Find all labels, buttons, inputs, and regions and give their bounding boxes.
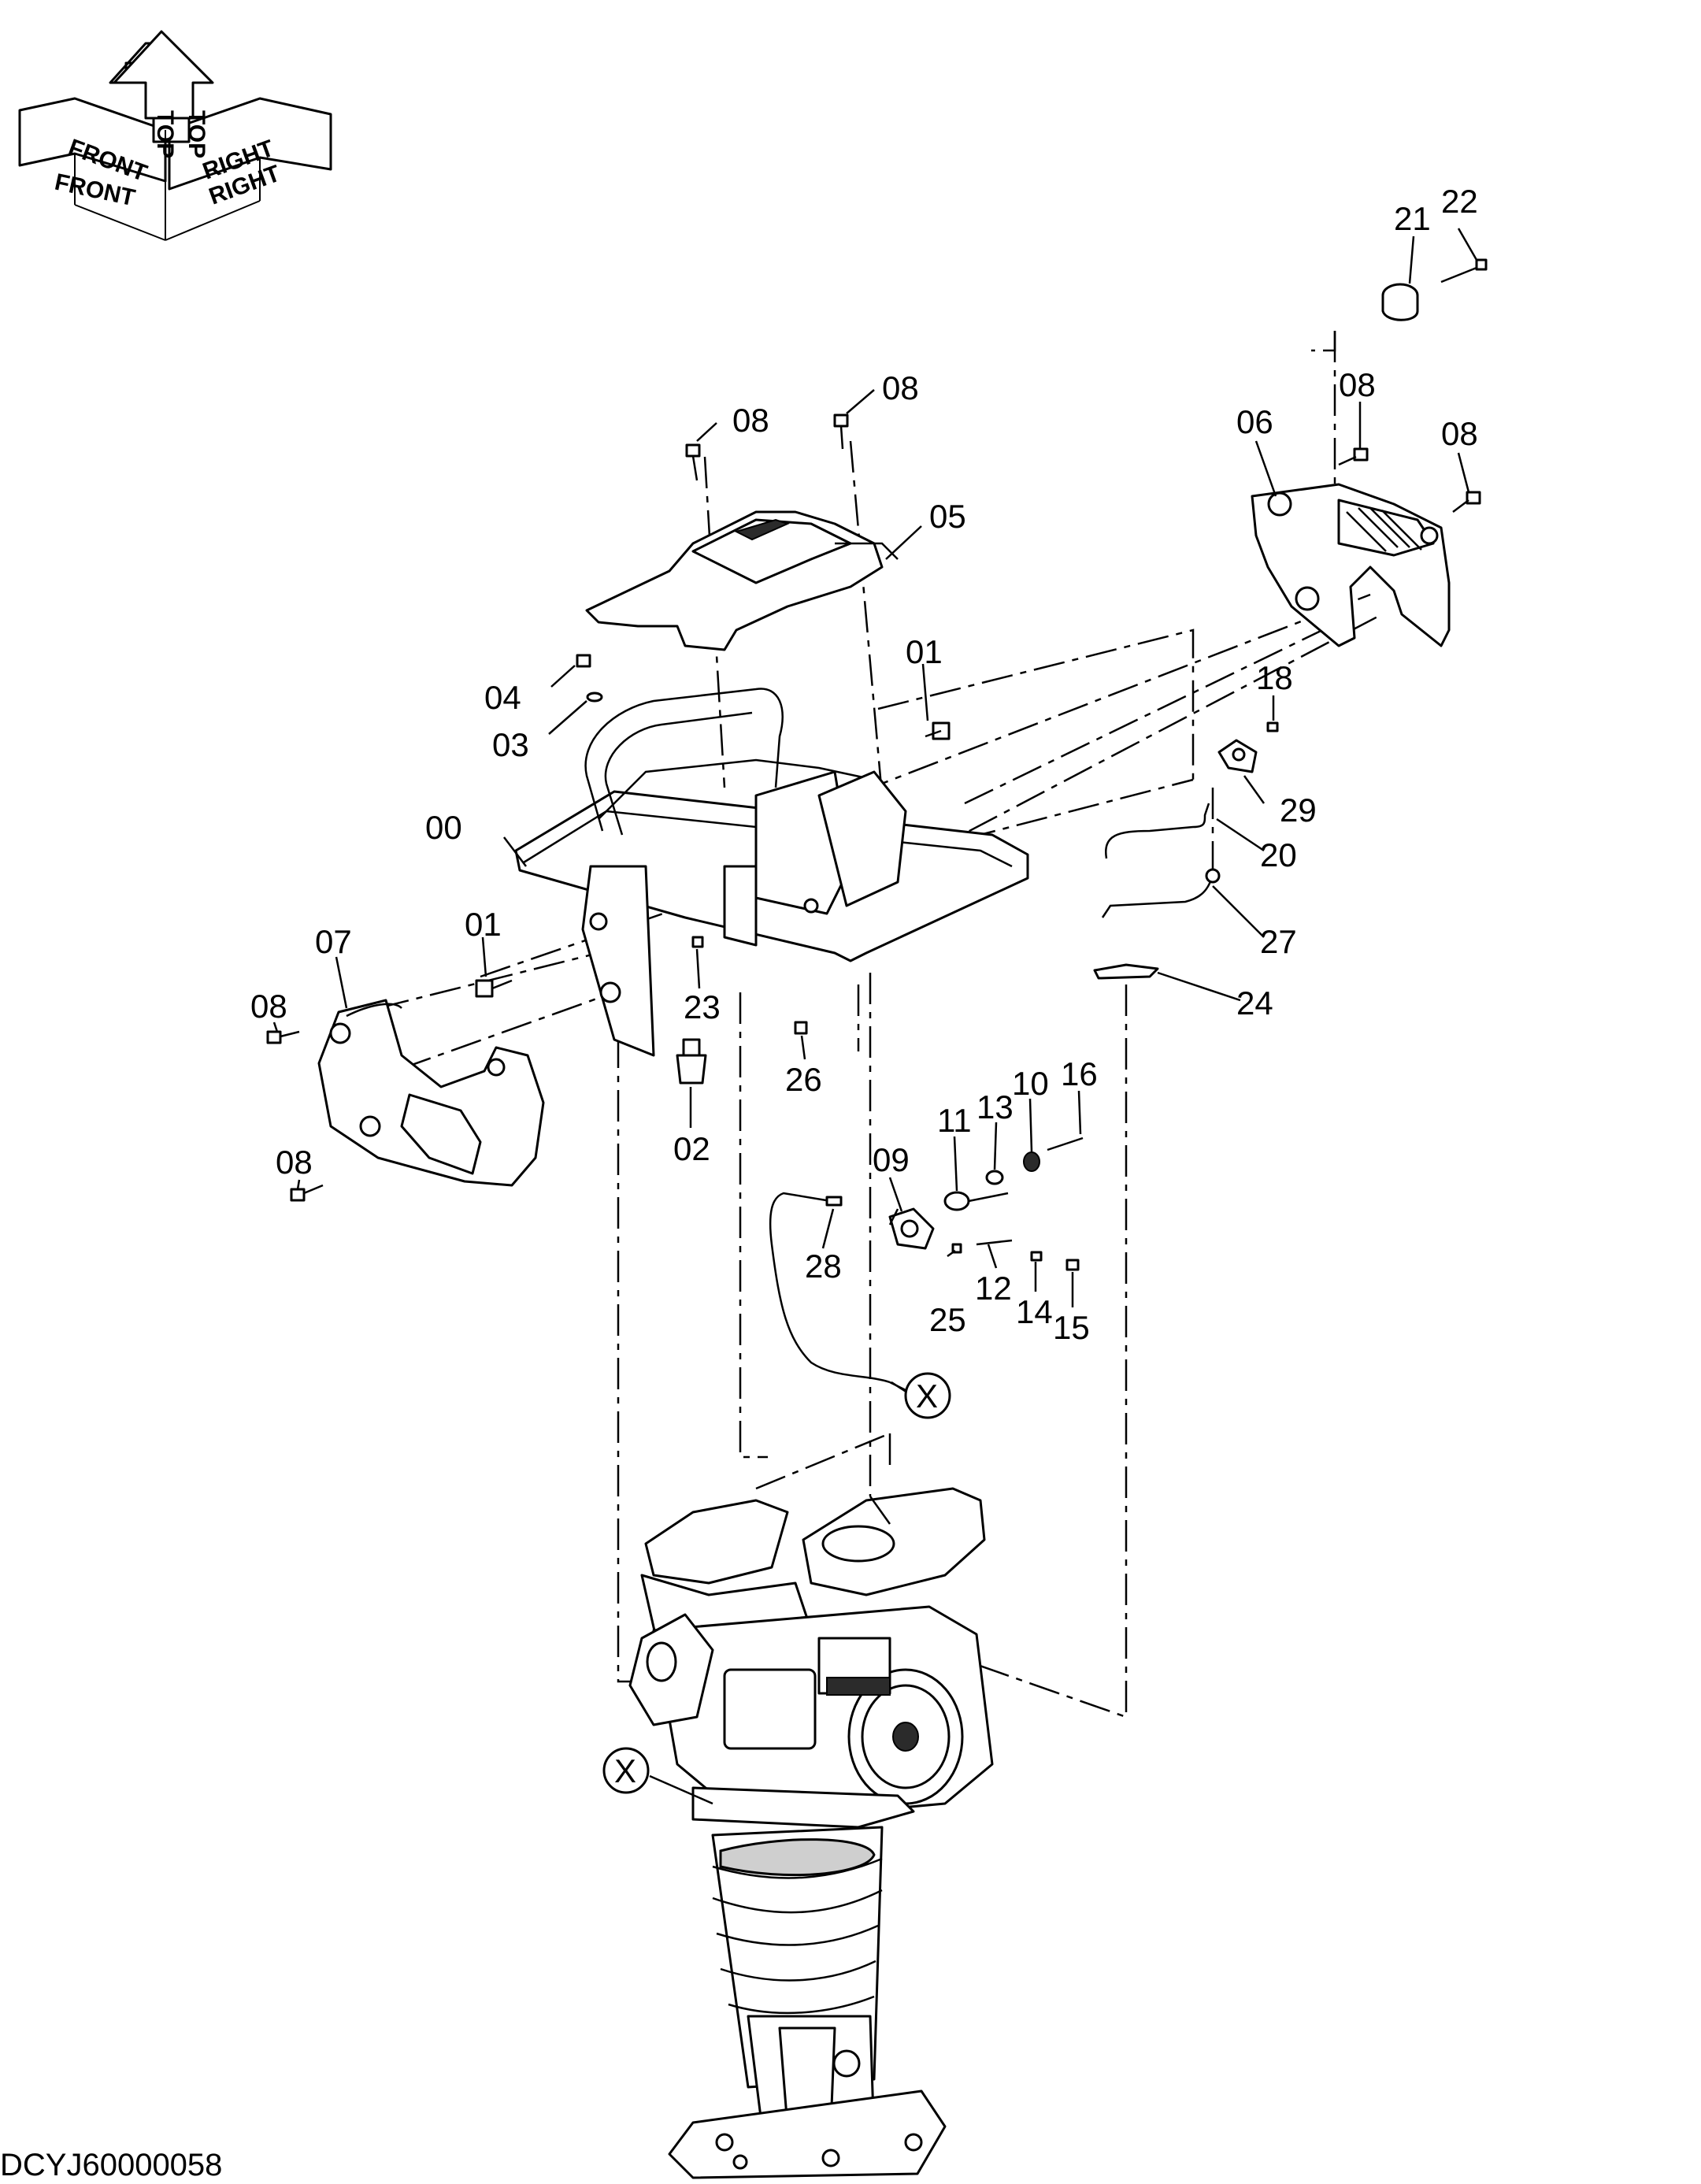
callout-18: 18 (1256, 659, 1293, 696)
callout-20: 20 (1260, 836, 1297, 873)
svg-text:X: X (916, 1378, 938, 1415)
callout-28: 28 (805, 1248, 842, 1285)
wire-20 (1105, 803, 1210, 859)
spacer-14 (1030, 1251, 1043, 1262)
nut-04 (576, 654, 591, 668)
right-cover-part (1251, 483, 1451, 647)
rod-12 (976, 1239, 1013, 1246)
clip-24 (1093, 963, 1159, 980)
callout-11: 11 (937, 1102, 972, 1139)
pin-25 (951, 1243, 962, 1254)
callout-23: 23 (684, 988, 721, 1025)
callout-22: 22 (1441, 183, 1478, 220)
throttle-cable-28 (769, 1192, 891, 1384)
reference-marker-x-lower: X (602, 1747, 650, 1794)
callout-00: 00 (425, 809, 462, 846)
rubber-mount-21 (1381, 283, 1419, 321)
callout-12: 12 (975, 1270, 1012, 1307)
callout-08-top-left: 08 (732, 402, 769, 439)
callout-16: 16 (1061, 1055, 1098, 1092)
washer-03 (586, 692, 603, 703)
callout-01-upper: 01 (906, 633, 943, 670)
nut-15 (1065, 1259, 1080, 1271)
washer-13 (985, 1170, 1004, 1185)
top-cover-part (585, 510, 899, 651)
callout-06: 06 (1236, 403, 1273, 440)
callout-02: 02 (673, 1130, 710, 1167)
wire-27 (1101, 868, 1221, 918)
callout-07: 07 (315, 923, 352, 960)
bolt-23 (691, 936, 704, 948)
callout-08-right-b: 08 (1441, 415, 1478, 452)
screw-18 (1266, 721, 1279, 732)
bolt-01-lower (475, 979, 513, 998)
rammer-body-part (628, 1487, 994, 2179)
callout-08-right-a: 08 (1339, 366, 1376, 403)
callout-08-top-mid: 08 (882, 369, 919, 406)
svg-text:X: X (614, 1752, 636, 1789)
bolt-01-upper (925, 721, 951, 740)
callout-27: 27 (1260, 923, 1297, 960)
handle-frame-part (514, 688, 1029, 1057)
callout-10: 10 (1012, 1065, 1049, 1102)
pin-16 (1047, 1136, 1084, 1151)
spring-10 (1023, 1151, 1040, 1172)
cover-louvers (1346, 507, 1422, 552)
callout-26: 26 (785, 1061, 822, 1098)
callout-29: 29 (1280, 792, 1317, 829)
callout-01-lower: 01 (465, 906, 502, 943)
orientation-top-label-b: TOP (183, 110, 209, 158)
callout-08-left-a: 08 (250, 988, 287, 1025)
orientation-top-label-a: TOP (152, 110, 178, 158)
bolt-08-top-left (685, 443, 701, 481)
rubber-bumper-02 (676, 1038, 707, 1085)
hardware-items (266, 258, 1488, 1384)
reference-marker-x-upper: X (889, 1372, 951, 1419)
callout-21: 21 (1394, 200, 1431, 237)
bolt-08-left-a (266, 1030, 300, 1044)
bolt-08-top-mid (833, 413, 849, 450)
callout-04: 04 (484, 679, 521, 716)
bracket-29 (1217, 739, 1258, 773)
bolt-08-right-b (1452, 491, 1481, 513)
bolt-08-left-b (290, 1184, 324, 1202)
callout-15: 15 (1053, 1309, 1090, 1346)
callout-05: 05 (929, 498, 966, 535)
callout-13: 13 (976, 1088, 1014, 1125)
knob-11 (943, 1191, 1009, 1211)
callout-24: 24 (1236, 984, 1273, 1022)
left-cover-part (317, 999, 545, 1187)
bolt-22 (1440, 258, 1488, 284)
callout-25: 25 (929, 1301, 966, 1338)
callout-labels: 00 01 01 02 03 04 05 06 07 08 08 08 08 0… (250, 183, 1478, 1346)
document-code: DCYJ60000058 (0, 2148, 222, 2182)
callout-09: 09 (873, 1141, 910, 1178)
callout-08-left-b: 08 (276, 1144, 313, 1181)
callout-leaders (272, 228, 1478, 1805)
callout-03: 03 (492, 726, 529, 763)
throttle-lever-09 (888, 1207, 935, 1250)
orientation-indicator: FRONT FRONT TOP TOP RIGHT RIGHT (18, 30, 332, 241)
screw-26 (794, 1021, 808, 1035)
bolt-08-right-a (1338, 447, 1369, 466)
callout-14: 14 (1016, 1293, 1053, 1330)
